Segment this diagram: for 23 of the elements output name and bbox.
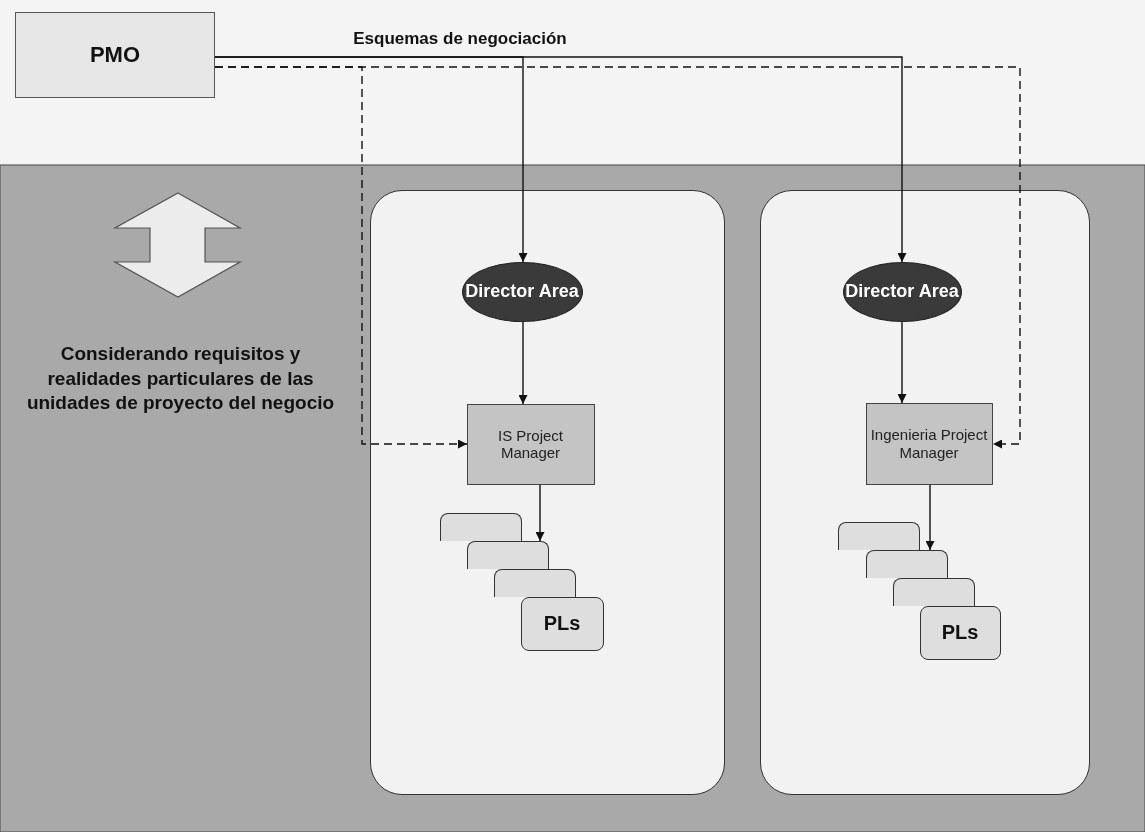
heading-text: Esquemas de negociación: [352, 28, 568, 50]
note-text: Considerando requisitos y realidades particulares de las unidades de proyecto del negocio: [25, 342, 336, 416]
area-panel: [370, 190, 725, 795]
team-card: PLs: [520, 596, 604, 651]
team-card: [493, 568, 576, 597]
team-card: [837, 521, 920, 550]
team-card: [892, 577, 975, 606]
arrow: [925, 484, 935, 551]
arrow: [214, 56, 907, 263]
area-panel: [760, 190, 1090, 795]
arrow: [535, 484, 545, 542]
role-ellipse: Director Area: [842, 261, 962, 322]
team-card: [865, 549, 948, 578]
team-card: PLs: [919, 605, 1001, 660]
role-box: IS Project Manager: [466, 403, 595, 485]
team-card: [439, 512, 522, 541]
arrow: [897, 321, 907, 404]
role-box: Ingenieria Project Manager: [865, 402, 993, 485]
process-box: PMO: [15, 12, 215, 98]
arrow: [214, 66, 1021, 449]
role-ellipse: Director Area: [461, 261, 583, 322]
team-card: [466, 540, 549, 569]
arrow: [518, 321, 528, 405]
